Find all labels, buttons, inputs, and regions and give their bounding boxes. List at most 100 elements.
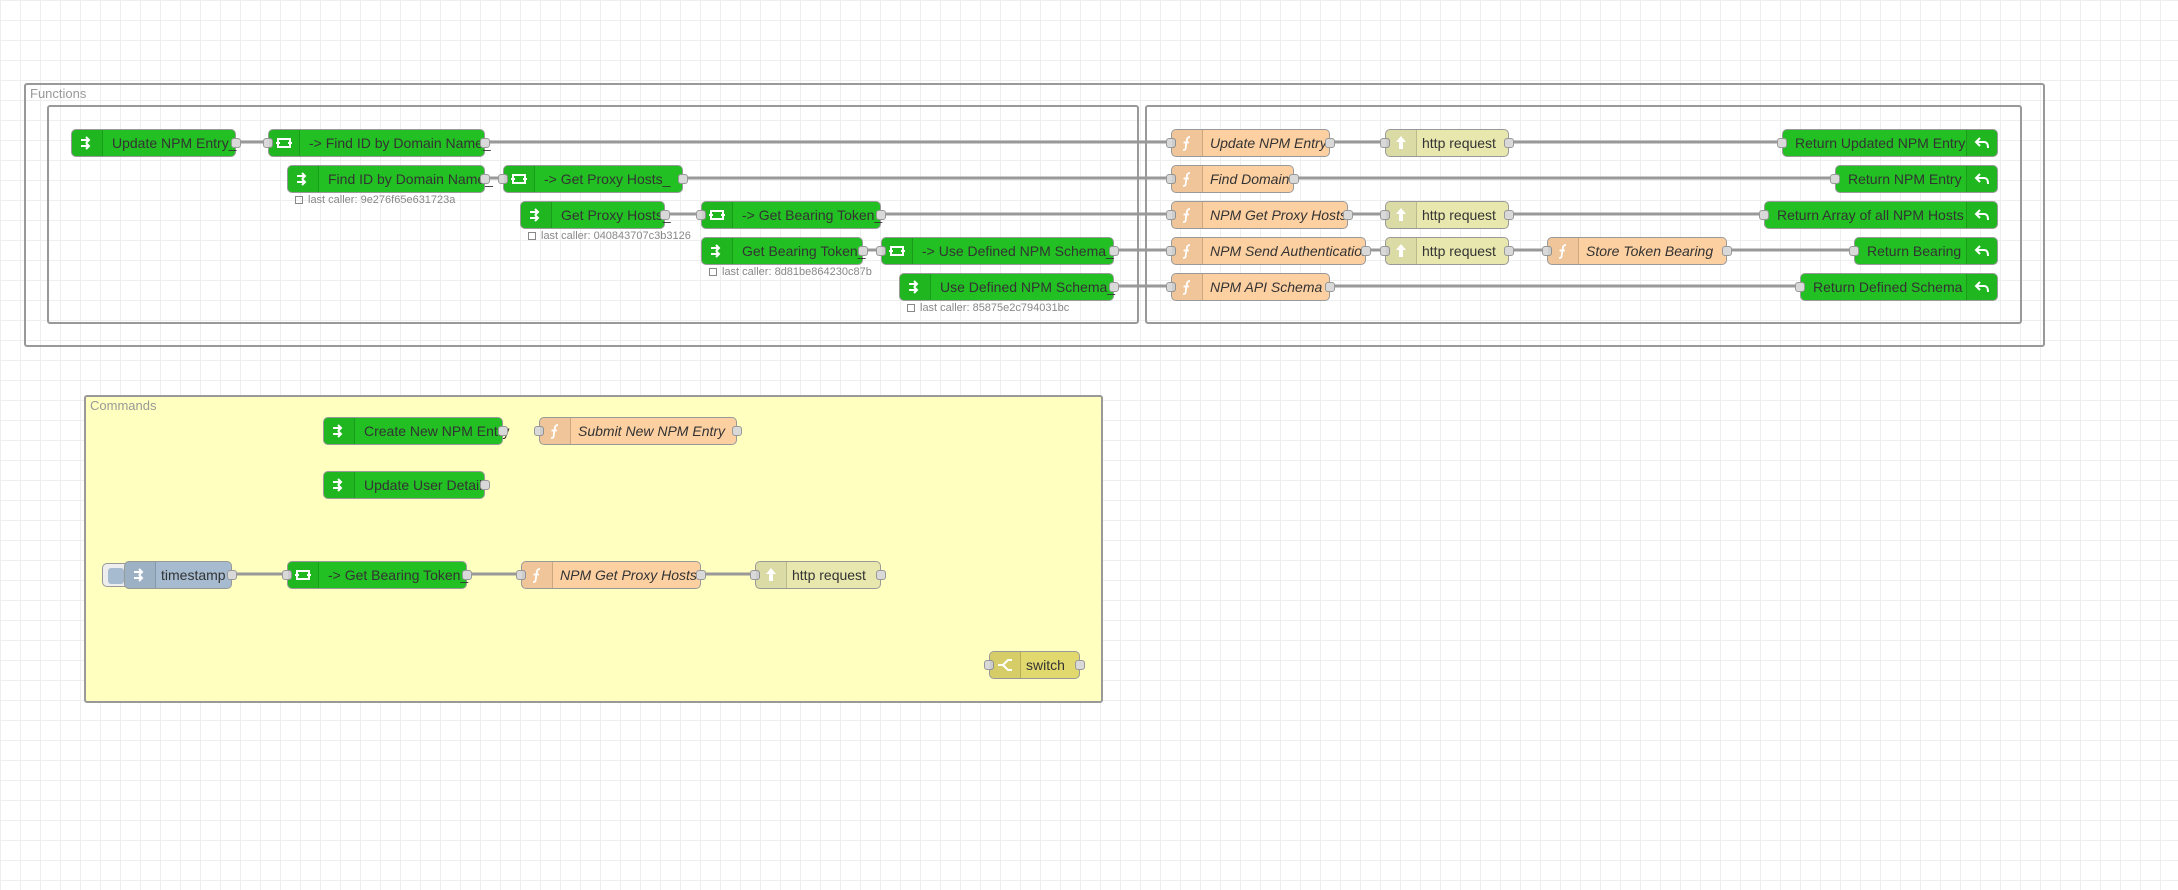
output-port[interactable] — [732, 426, 742, 436]
link-call-node-bearing-token-2[interactable]: -> Get Bearing Token_ — [282, 561, 472, 589]
http-request-node-3[interactable]: http request — [1380, 237, 1514, 265]
function-node-update-npm-entry[interactable]: Update NPM Entry — [1166, 129, 1335, 157]
http-globe-icon — [1386, 202, 1417, 228]
output-port[interactable] — [1504, 138, 1514, 148]
switch-node[interactable]: switch — [984, 651, 1085, 679]
output-port[interactable] — [1325, 138, 1335, 148]
function-node-store-token-bearing[interactable]: Store Token Bearing — [1542, 237, 1732, 265]
output-port[interactable] — [678, 174, 688, 184]
function-node-api-schema[interactable]: NPM API Schema — [1166, 273, 1335, 301]
function-node-get-proxy-hosts[interactable]: NPM Get Proxy Hosts — [1166, 201, 1353, 229]
link-return-node-bearing[interactable]: Return Bearing — [1849, 237, 1998, 265]
output-port[interactable] — [858, 246, 868, 256]
output-port[interactable] — [1361, 246, 1371, 256]
output-port[interactable] — [462, 570, 472, 580]
http-request-node-4[interactable]: http request — [750, 561, 886, 589]
link-call-node-bearing-token[interactable]: -> Get Bearing Token_ — [696, 201, 886, 229]
link-in-node-schema[interactable]: Use Defined NPM Schema_ — [899, 273, 1119, 301]
output-port[interactable] — [480, 480, 490, 490]
link-in-node-update-npm-entry[interactable]: Update NPM Entry_ — [71, 129, 241, 157]
input-port[interactable] — [534, 426, 544, 436]
input-port[interactable] — [1849, 246, 1859, 256]
input-port[interactable] — [1830, 174, 1840, 184]
link-return-node-defined-schema[interactable]: Return Defined Schema — [1795, 273, 1998, 301]
input-port[interactable] — [984, 660, 994, 670]
link-in-icon — [288, 166, 319, 192]
link-call-icon — [702, 202, 733, 228]
output-port[interactable] — [876, 210, 886, 220]
inject-node-timestamp[interactable]: timestamp — [124, 561, 237, 589]
output-port[interactable] — [498, 426, 508, 436]
output-port[interactable] — [1289, 174, 1299, 184]
link-return-node-updated-entry[interactable]: Return Updated NPM Entry — [1777, 129, 1998, 157]
function-node-send-authentication[interactable]: NPM Send Authentication — [1166, 237, 1371, 265]
node-label: http request — [1422, 135, 1496, 151]
function-node-submit-entry[interactable]: Submit New NPM Entry — [534, 417, 742, 445]
input-port[interactable] — [1166, 174, 1176, 184]
link-call-node-schema[interactable]: -> Use Defined NPM Schema_ — [876, 237, 1119, 265]
input-port[interactable] — [1166, 282, 1176, 292]
output-port[interactable] — [480, 138, 490, 148]
status-text: last caller: 8d81be864230c87b — [722, 266, 872, 278]
output-port[interactable] — [1109, 282, 1119, 292]
input-port[interactable] — [1166, 210, 1176, 220]
output-port[interactable] — [480, 174, 490, 184]
link-call-node-find-id[interactable]: -> Find ID by Domain Name_ — [263, 129, 491, 157]
inject-icon — [125, 562, 156, 588]
input-port[interactable] — [750, 570, 760, 580]
link-in-node-create-entry[interactable]: Create New NPM Entry — [323, 417, 509, 445]
input-port[interactable] — [1759, 210, 1769, 220]
input-port[interactable] — [1380, 138, 1390, 148]
node-label: http request — [792, 567, 866, 583]
input-port[interactable] — [282, 570, 292, 580]
output-port[interactable] — [1722, 246, 1732, 256]
status-indicator — [709, 268, 717, 276]
input-port[interactable] — [696, 210, 706, 220]
commands-group[interactable]: Commands — [84, 395, 1103, 703]
functions-group[interactable]: Functions — [24, 83, 2045, 347]
inject-trigger-button[interactable] — [102, 563, 128, 587]
status-indicator — [907, 304, 915, 312]
function-node-find-domain[interactable]: Find Domain — [1166, 165, 1299, 193]
input-port[interactable] — [1166, 138, 1176, 148]
input-port[interactable] — [1380, 210, 1390, 220]
link-in-node-update-user[interactable]: Update User Details — [323, 471, 490, 499]
output-port[interactable] — [227, 570, 237, 580]
link-in-node-bearing-token[interactable]: Get Bearing Token_ — [701, 237, 868, 265]
output-port[interactable] — [1343, 210, 1353, 220]
output-port[interactable] — [1325, 282, 1335, 292]
input-port[interactable] — [1166, 246, 1176, 256]
output-port[interactable] — [1504, 210, 1514, 220]
function-icon — [1172, 202, 1203, 228]
input-port[interactable] — [498, 174, 508, 184]
link-call-node-get-proxy[interactable]: -> Get Proxy Hosts_ — [498, 165, 688, 193]
input-port[interactable] — [263, 138, 273, 148]
link-in-node-get-proxy[interactable]: Get Proxy Hosts_ — [520, 201, 671, 229]
input-port[interactable] — [1777, 138, 1787, 148]
output-port[interactable] — [231, 138, 241, 148]
node-label: NPM Send Authentication — [1210, 243, 1370, 259]
output-port[interactable] — [696, 570, 706, 580]
node-label: NPM Get Proxy Hosts — [1210, 207, 1347, 223]
link-return-node-array-hosts[interactable]: Return Array of all NPM Hosts — [1759, 201, 1998, 229]
link-return-icon — [1966, 274, 1997, 300]
input-port[interactable] — [516, 570, 526, 580]
node-label: switch — [1026, 657, 1065, 673]
output-port[interactable] — [1075, 660, 1085, 670]
function-icon — [540, 418, 571, 444]
input-port[interactable] — [1380, 246, 1390, 256]
input-port[interactable] — [876, 246, 886, 256]
output-port[interactable] — [1504, 246, 1514, 256]
node-label: http request — [1422, 243, 1496, 259]
http-request-node-1[interactable]: http request — [1380, 129, 1514, 157]
input-port[interactable] — [1795, 282, 1805, 292]
output-port[interactable] — [876, 570, 886, 580]
output-port[interactable] — [1109, 246, 1119, 256]
function-node-get-proxy-hosts-2[interactable]: NPM Get Proxy Hosts — [516, 561, 706, 589]
input-port[interactable] — [1542, 246, 1552, 256]
http-request-node-2[interactable]: http request — [1380, 201, 1514, 229]
link-in-node-find-id[interactable]: Find ID by Domain Name_ — [287, 165, 493, 193]
link-return-node-npm-entry[interactable]: Return NPM Entry — [1830, 165, 1998, 193]
output-port[interactable] — [660, 210, 670, 220]
